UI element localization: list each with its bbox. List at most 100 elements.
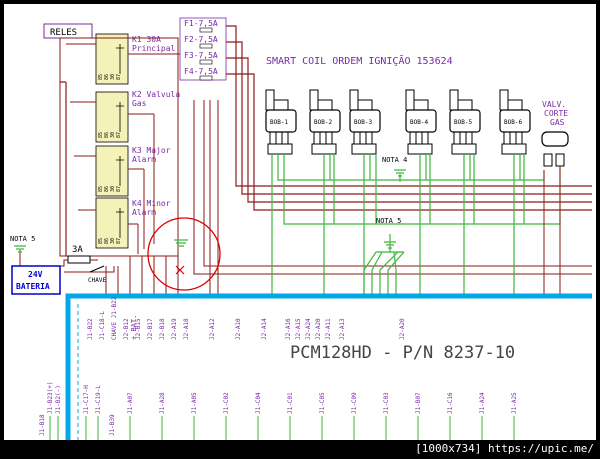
- coil-pins: [269, 132, 289, 144]
- coil-body: [265, 109, 297, 133]
- pcm-upper-pin: J2-A11: [325, 318, 332, 340]
- coil-cap: [349, 89, 359, 111]
- relay-k3: K3 Major Alarm: [95, 145, 171, 197]
- coil-body: [449, 109, 481, 133]
- relay-k3-label-2: Alarm: [132, 155, 156, 164]
- coil-arm: [358, 99, 373, 114]
- pcm-upper-pin: J2-B18: [159, 318, 166, 340]
- nota4-marker: NOTA 4: [382, 156, 407, 177]
- pcm-upper-pin: J2-A18: [183, 318, 190, 340]
- relay-k1: K1 30A Principal: [95, 33, 176, 85]
- nota5-right-label: NOTA 5: [376, 217, 401, 225]
- coil-arm: [458, 99, 473, 114]
- pcm-upper-pin: J1-C18-L: [99, 311, 106, 340]
- pcm-lower-pin: J1-C09: [351, 392, 358, 414]
- coil-connector: [351, 143, 377, 155]
- pcm-upper-pin: J2-A20: [399, 318, 406, 340]
- fuse-symbol: [199, 27, 213, 33]
- coil-body: [499, 109, 531, 133]
- fuse-symbol: [199, 75, 213, 81]
- relay-k1-label-2: Principal: [132, 44, 176, 53]
- coil-label: BOB-3: [354, 119, 372, 126]
- coil-1: BOB-1: [265, 89, 297, 155]
- coil-label: BOB-1: [270, 119, 288, 126]
- relay-contact-icon: [116, 44, 124, 74]
- relay-pin-label: 87: [116, 74, 122, 80]
- coil-connector: [451, 143, 477, 155]
- relay-pin-label: 87: [116, 186, 122, 192]
- coil-cap: [309, 89, 319, 111]
- pcm-upper-pin: J2-A13: [339, 318, 346, 340]
- coil-body: [349, 109, 381, 133]
- coil-6: BOB-6: [499, 89, 531, 155]
- pcm-misc-1: J1-B18: [39, 414, 46, 436]
- fuse-symbol: [199, 59, 213, 65]
- pcm-lower-pin: J1-C02: [223, 392, 230, 414]
- relay-contact-icon: [116, 156, 124, 186]
- pcm-lower-pin: J1-C03: [383, 392, 390, 414]
- coil-cap: [265, 89, 275, 111]
- coil-connector: [267, 143, 293, 155]
- pcm-upper-pin: J2-A12: [209, 318, 216, 340]
- footer-text: [1000x734] https://upic.me/: [415, 442, 594, 455]
- pcm-lower-pin: J1-C17-H: [83, 385, 90, 414]
- pcm-lower-pin: J1-A25: [511, 392, 518, 414]
- coil-arm: [508, 99, 523, 114]
- relay-pin-label: 85: [98, 238, 104, 244]
- pcm-lower-pin: J1-A05: [191, 392, 198, 414]
- coil-body: [405, 109, 437, 133]
- pcm-upper-pin: J2-A10: [235, 318, 242, 340]
- nota4-label: NOTA 4: [382, 156, 407, 164]
- coil-connector: [311, 143, 337, 155]
- valve-pin-2: [555, 153, 565, 167]
- fuse-3a: [67, 255, 91, 264]
- fuse-label: F4-7,5A: [184, 67, 218, 76]
- nota5-left-marker: NOTA 5: [10, 235, 35, 253]
- pcm-bat-label: + BAT.: [130, 315, 138, 340]
- valve-label-3: GAS: [550, 118, 565, 127]
- relay-pin-label: 30: [110, 186, 116, 192]
- fuse-symbol: [199, 43, 213, 49]
- wiring-diagram: RELES K1 30A Principal K2 Valvula Gas K3…: [10, 17, 592, 440]
- relay-pin-label: 85: [98, 74, 104, 80]
- pcm-upper-pin: CHAVE J1-B22: [111, 296, 118, 340]
- relay-contact-icon: [116, 208, 124, 238]
- pcm-misc-2: J1-B39: [109, 414, 116, 436]
- nota5-left-label: NOTA 5: [10, 235, 35, 243]
- pcm-upper-pin: J2-B15: [135, 318, 142, 340]
- fuse-3a-label: 3A: [72, 245, 83, 255]
- annotation-circle: [147, 217, 221, 291]
- relay-pin-label: 85: [98, 186, 104, 192]
- coil-cap: [449, 89, 459, 111]
- relay-k2-label-2: Gas: [132, 99, 147, 108]
- coil-4: BOB-4: [405, 89, 437, 155]
- pcm-lower-pin: J1-B2(-): [55, 385, 62, 414]
- coil-label: BOB-2: [314, 119, 332, 126]
- relay-pin-label: 85: [98, 132, 104, 138]
- relay-k2: K2 Valvula Gas: [95, 90, 180, 143]
- fuse-label: F2-7,5A: [184, 35, 218, 44]
- relay-pin-label: 30: [110, 238, 116, 244]
- fuse-label: F1-7,5A: [184, 19, 218, 28]
- relay-k1-label-1: K1 30A: [132, 35, 161, 44]
- coil-connector: [501, 143, 527, 155]
- battery: 24V BATERIA: [11, 265, 61, 295]
- relay-pin-label: 30: [110, 74, 116, 80]
- pcm-upper-pin: J2-A14: [261, 318, 268, 340]
- battery-label-1: 24V: [28, 270, 43, 279]
- valve-connector: [541, 131, 569, 147]
- coil-pins: [503, 132, 523, 144]
- pcm-lower-pin: J1-C19-L: [95, 385, 102, 414]
- relay-k4-label-1: K4 Minor: [132, 199, 171, 208]
- switch-label: CHAVE: [88, 277, 106, 284]
- coil-arm: [318, 99, 333, 114]
- coil-connector: [407, 143, 433, 155]
- relay-contact-icon: [116, 102, 124, 132]
- coil-pins: [409, 132, 429, 144]
- relay-panel-outline: [59, 37, 179, 257]
- pcm-upper-pin: J2-A20: [315, 318, 322, 340]
